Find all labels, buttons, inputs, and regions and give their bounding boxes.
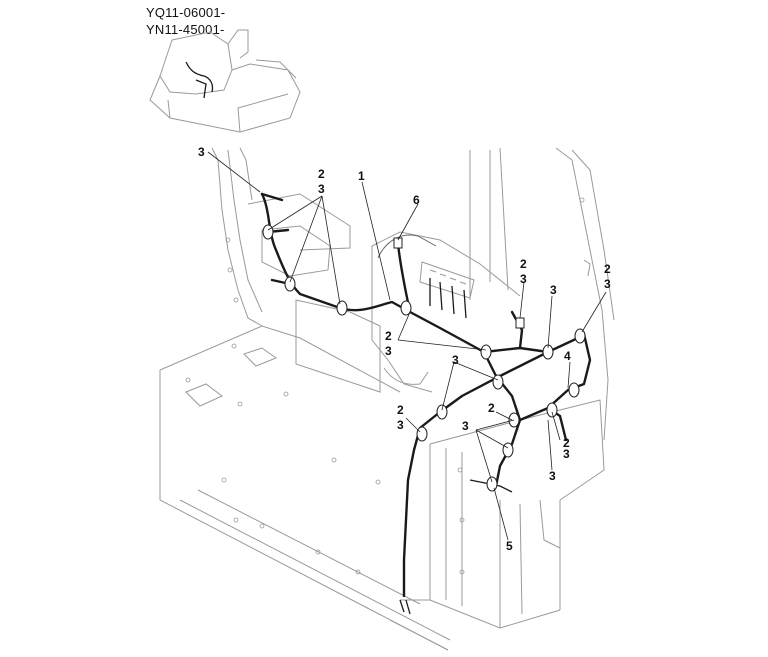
callout-3-lower-left: 3 xyxy=(397,418,404,432)
callout-2-left: 2 xyxy=(318,167,325,181)
wire-harness xyxy=(260,192,592,615)
callout-2-lower-mid: 2 xyxy=(488,401,495,415)
callout-labels: 3 2 3 1 6 2 3 3 2 3 2 3 3 4 2 3 2 3 2 3 … xyxy=(198,145,611,553)
callout-2-lower-right: 2 xyxy=(563,436,570,450)
callout-3-bottom-right: 3 xyxy=(549,469,556,483)
callout-2-center: 2 xyxy=(385,329,392,343)
callout-5: 5 xyxy=(506,539,513,553)
callout-3-top-left: 3 xyxy=(198,145,205,159)
callout-2-center-top: 2 xyxy=(520,257,527,271)
callout-3-left: 3 xyxy=(318,182,325,196)
cab-structure xyxy=(159,147,615,651)
callout-4: 4 xyxy=(564,349,571,363)
callout-3-center-right: 3 xyxy=(550,283,557,297)
callout-3-right: 3 xyxy=(604,277,611,291)
callout-3-center-top: 3 xyxy=(520,272,527,286)
callout-2-right: 2 xyxy=(604,262,611,276)
callout-2-lower-left: 2 xyxy=(397,403,404,417)
callout-3-lower-mid: 3 xyxy=(462,419,469,433)
serial-range-1: YQ11-06001- xyxy=(146,5,226,20)
callout-3-lower-right: 3 xyxy=(563,447,570,461)
callout-3-mid: 3 xyxy=(452,353,459,367)
callout-1: 1 xyxy=(358,169,365,183)
inset-overview xyxy=(149,29,301,133)
clamps xyxy=(262,224,586,492)
callout-6: 6 xyxy=(413,193,420,207)
callout-3-center: 3 xyxy=(385,344,392,358)
leader-lines xyxy=(207,151,607,541)
